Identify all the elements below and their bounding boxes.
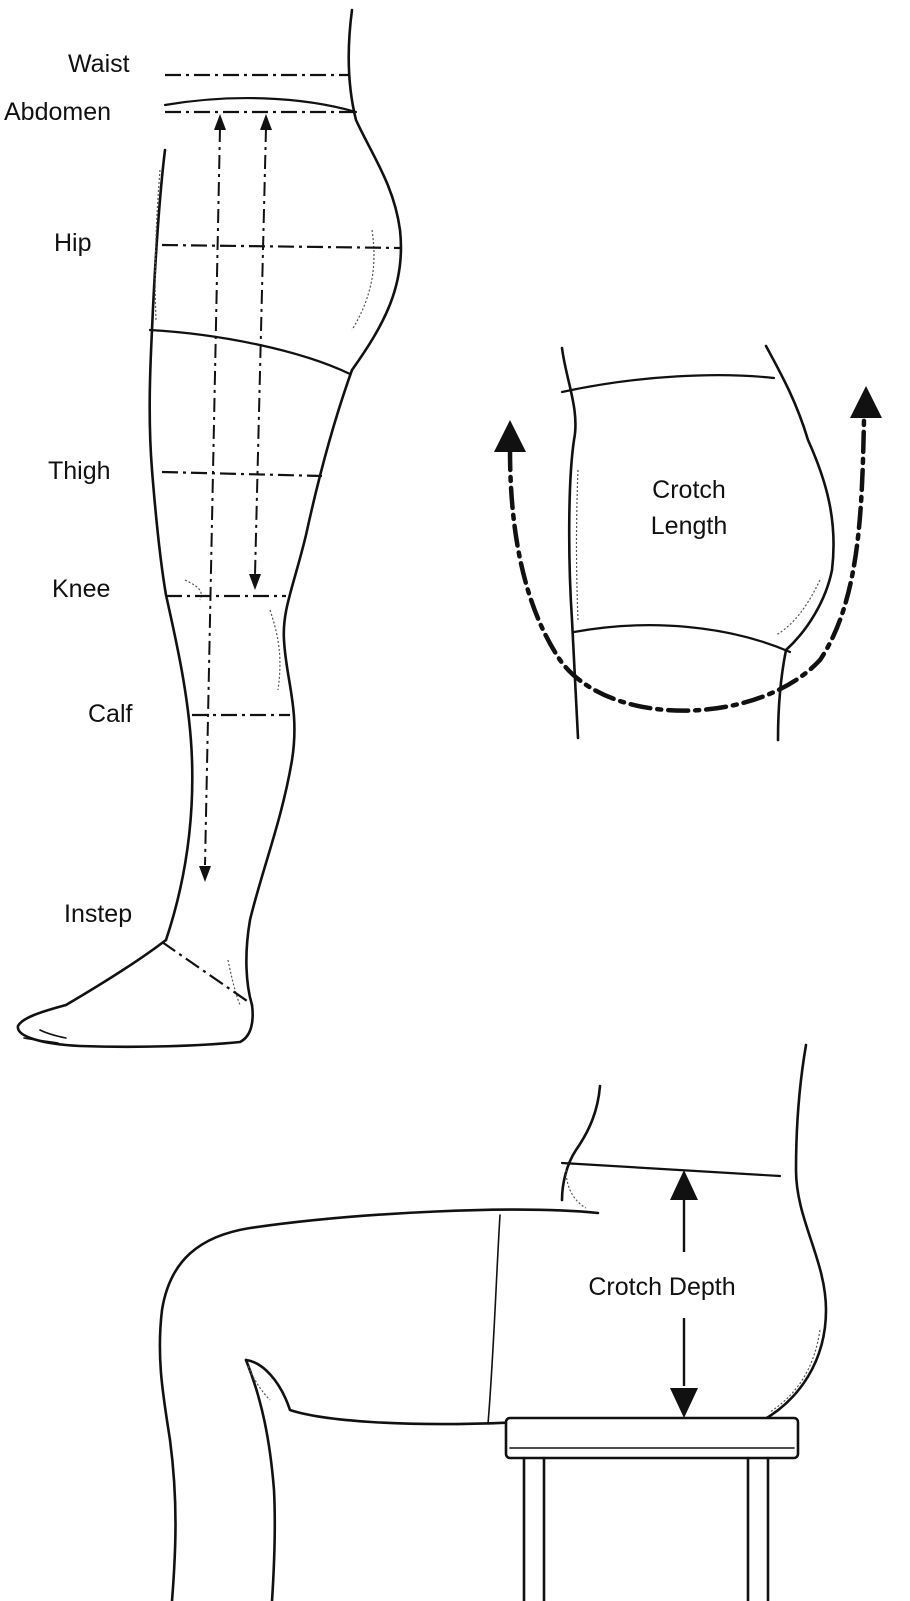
instep-label: Instep [64,900,132,928]
outseam-arrow-bottom-icon [199,866,211,882]
crotch-bottom-band [572,624,792,654]
leg-back-outline [148,148,194,942]
waist-label: Waist [68,50,130,78]
abdomen-label: Abdomen [4,98,111,126]
crotch-length-arrow-right-icon [850,386,882,418]
thigh-under-outline [244,1358,522,1426]
stool-seat [504,1416,800,1460]
shin-shading [269,609,281,691]
toes-detail [23,1029,67,1044]
outseam-arrow-top-icon [214,114,226,130]
knee-length-arrow-top-icon [260,114,272,130]
abdomen-band [163,96,358,114]
crotch-length-figure: Crotch Length [494,344,882,742]
knee-length-line [254,127,267,576]
thigh-label: Thigh [48,457,111,485]
instep-measure-line [161,941,251,1004]
knee-label: Knee [52,575,110,603]
depth-buttock-shading [769,1329,821,1413]
crotch-right-outline [764,344,835,742]
upper-thigh-band [148,328,352,376]
buttock-outline [758,1043,828,1424]
hip-shading [154,169,161,321]
leg-front-outline [245,8,403,1007]
depth-waist-band [560,1161,782,1178]
foot-outline [16,938,254,1049]
thigh-top-outline [158,1208,600,1601]
crotch-length-label-line2: Length [651,512,727,540]
outseam-length-line [204,127,221,866]
knee-back-outline [244,1358,277,1601]
crotch-length-label-line1: Crotch [652,476,726,504]
ankle-shading [227,959,241,1006]
crotch-length-curve [507,417,867,713]
thigh-measure-line [161,470,323,478]
depth-leg-band [487,1214,501,1425]
crotch-left-shading [575,469,579,621]
depth-back-shading [565,1169,587,1209]
crotch-depth-figure: Crotch Depth [158,1043,828,1601]
calf-label: Calf [88,700,133,728]
crotch-depth-arrow-down-icon [670,1388,698,1418]
crotch-top-band [560,374,776,394]
torso-back-outline [560,1084,602,1202]
hip-measure-line [161,243,401,250]
knee-length-arrow-bottom-icon [249,574,261,590]
knee-crease-shading [247,1365,271,1401]
leg-figure: Waist Abdomen Hip Thigh Knee Calf Instep [4,8,403,1049]
crotch-depth-label: Crotch Depth [588,1273,735,1301]
crotch-length-arrow-left-icon [494,420,526,452]
crotch-right-shading [775,579,821,636]
crotch-depth-arrow-up-icon [670,1170,698,1200]
hip-label: Hip [54,229,92,257]
buttock-shading [351,229,375,331]
